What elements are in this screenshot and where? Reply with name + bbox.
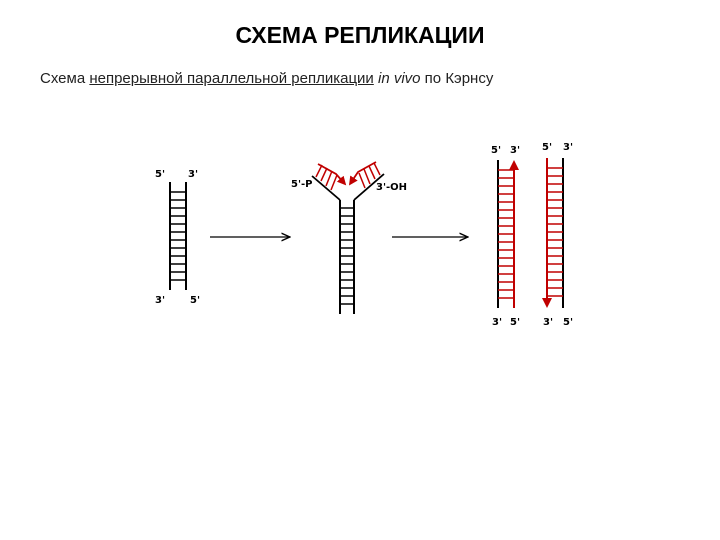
duplex-a-base-pairs [498,170,514,298]
duplex-b-label-top-left: 5' [542,142,552,153]
stage2-label-5p-phosphate: 5'-P [291,179,313,190]
stage3-daughter-duplex-a: 5' 3' 3' 5' [491,145,520,328]
stage2-label-3p-hydroxyl: 3'-OH [376,182,407,193]
duplex-b-label-top-right: 3' [563,142,573,153]
stage1-label-top-left: 5' [155,169,165,180]
stage1-base-pairs [170,192,186,280]
duplex-a-label-top-left: 5' [491,145,501,156]
stage1-parent-duplex: 5' 3' 3' 5' [155,169,200,306]
duplex-b-base-pairs [547,168,563,296]
stage2-replication-fork: 5'-P 3'-OH [291,162,407,314]
duplex-a-label-top-right: 3' [510,145,520,156]
stage1-label-bottom-right: 5' [190,295,200,306]
stage1-label-bottom-left: 3' [155,295,165,306]
duplex-b-label-bottom-left: 3' [543,317,553,328]
stage1-label-top-right: 3' [188,169,198,180]
stage3-daughter-duplex-b: 5' 3' 3' 5' [542,142,573,328]
duplex-a-label-bottom-left: 3' [492,317,502,328]
duplex-b-label-bottom-right: 5' [563,317,573,328]
stage2-stem-base-pairs [340,208,354,304]
duplex-a-label-bottom-right: 5' [510,317,520,328]
